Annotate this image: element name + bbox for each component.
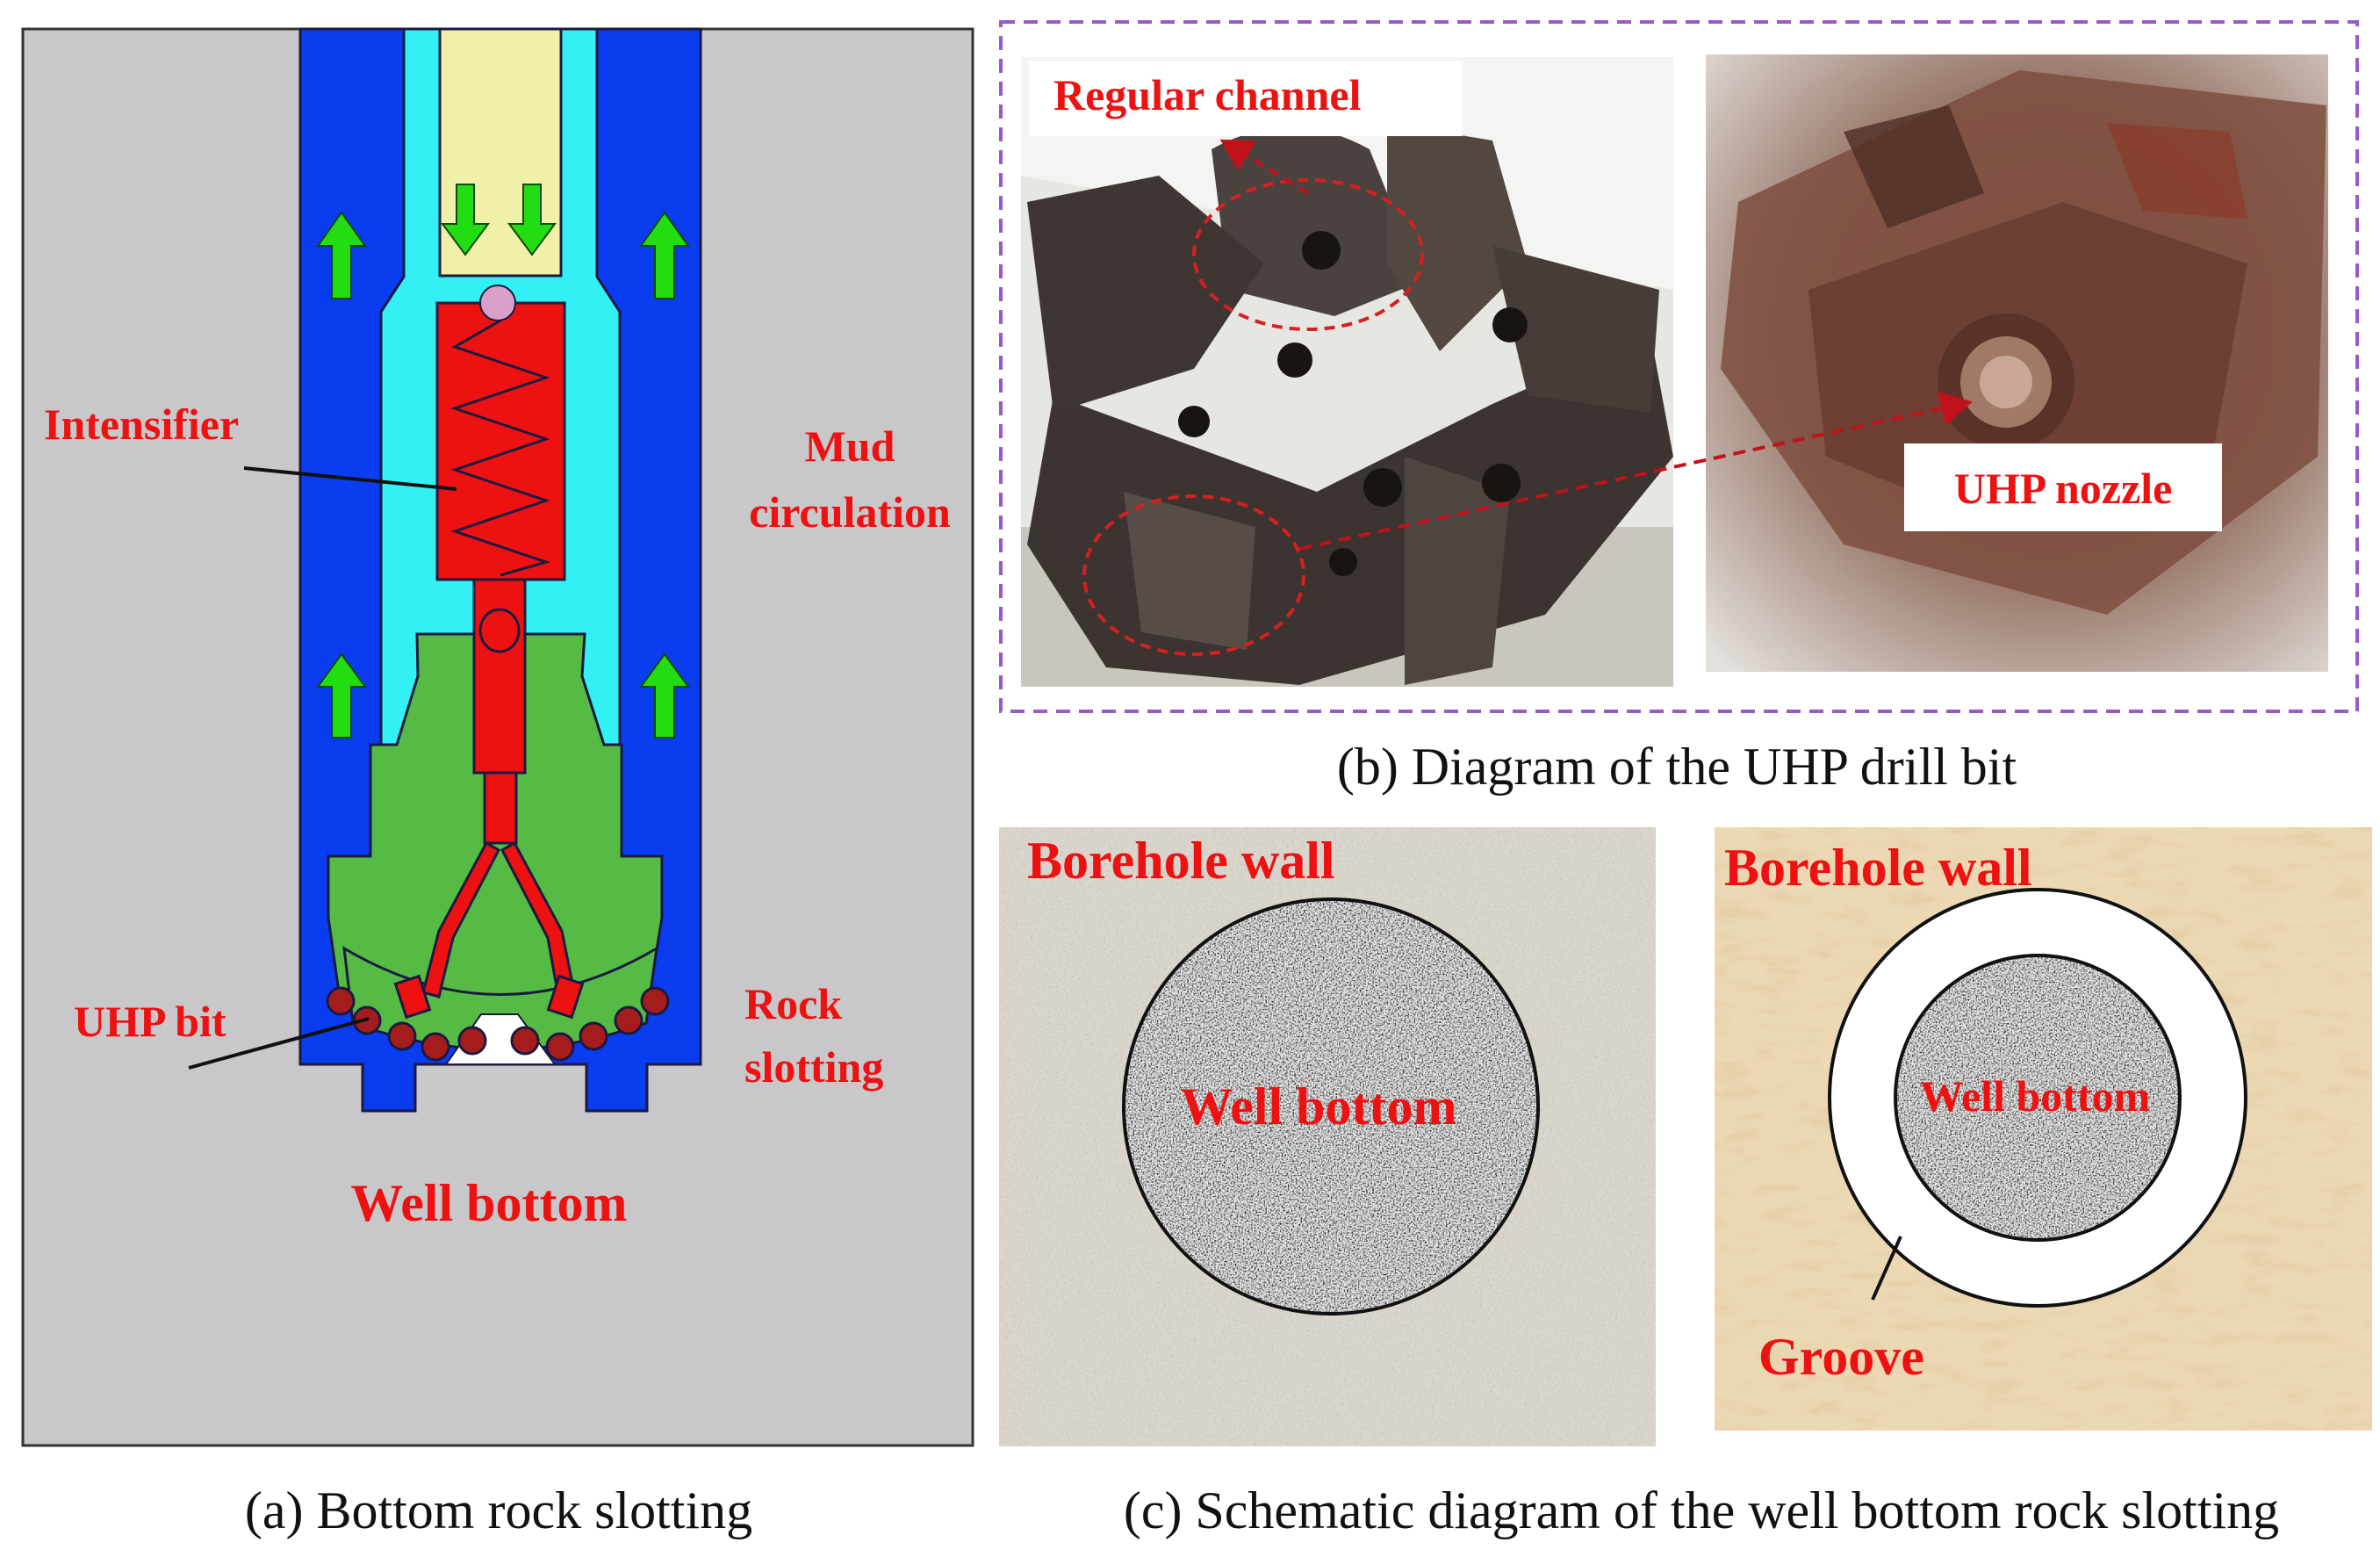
check-valve-ball — [479, 285, 516, 321]
pdc-cutter — [579, 1021, 608, 1051]
intensifier-leader-line — [243, 466, 457, 491]
flow-arrow-down-icon — [441, 184, 490, 256]
pdc-cutter — [326, 986, 356, 1016]
regular-channel-label-box — [1029, 61, 1463, 136]
uhp-nozzle-label-box — [1904, 443, 2222, 531]
regular-channel-label: Regular channel — [1053, 70, 1362, 119]
panel-c-caption: (c) Schematic diagram of the well bottom… — [1124, 1481, 2279, 1539]
well-bottom-label-left: Well bottom — [1181, 1078, 1457, 1135]
uhp-nozzle-label: UHP nozzle — [1954, 464, 2173, 513]
rod-joint — [478, 608, 521, 653]
borehole-wall-label-right: Borehole wall — [1724, 839, 2032, 897]
pdc-cutter — [457, 1026, 487, 1056]
pdc-cutters — [326, 986, 670, 1062]
high-pressure-branch-left — [421, 840, 500, 998]
panel-a-caption: (a) Bottom rock slotting — [245, 1481, 752, 1539]
pdc-cutter — [545, 1032, 575, 1062]
groove-label: Groove — [1758, 1328, 1924, 1386]
flow-arrow-down-icon — [507, 184, 557, 256]
panel-b-caption: (b) Diagram of the UHP drill bit — [1337, 738, 2017, 796]
intensifier-chamber — [435, 301, 566, 581]
uhp-nozzle-photo — [1706, 54, 2328, 672]
drill-bit-photo — [1021, 57, 1673, 687]
flow-arrows — [316, 184, 690, 739]
well-bottom-label: Well bottom — [351, 1174, 628, 1232]
borehole-wall-label-left: Borehole wall — [1027, 832, 1335, 890]
panel-a-schematic: Intensifier Mud circulation UHP bit Rock… — [21, 27, 974, 1447]
photo-group-border — [999, 20, 2359, 713]
pdc-cutter — [387, 1021, 417, 1051]
uhp-nozzle-arrow — [1298, 391, 1973, 551]
uhp-bit-label: UHP bit — [74, 997, 226, 1046]
uhp-nozzle-right — [546, 974, 585, 1020]
pdc-cutter — [510, 1026, 540, 1056]
pdc-cutter — [421, 1032, 450, 1062]
flow-arrow-up-icon — [316, 652, 367, 739]
flow-arrow-up-icon — [639, 211, 690, 299]
intensifier-spring — [450, 319, 551, 577]
mud-label-line2: circulation — [749, 487, 951, 537]
well-bottom-after-slotting: Borehole wall Well bottom Groove — [1715, 827, 2372, 1431]
uhp-bit-leader-line — [188, 1017, 370, 1070]
flow-arrow-up-icon — [639, 652, 690, 739]
pdc-cutter — [640, 986, 670, 1016]
panel-b-photos: Regular channel UHP nozzle (b) Diagram o… — [999, 20, 2359, 796]
high-pressure-tube — [483, 771, 518, 845]
uhp-nozzle-left — [393, 974, 432, 1020]
flow-arrow-up-icon — [316, 211, 367, 299]
well-bottom-label-right: Well bottom — [1920, 1071, 2150, 1121]
groove-leader-line — [1871, 1236, 1902, 1301]
well-bottom-before-slotting: Borehole wall Well bottom — [999, 827, 1656, 1446]
pdc-cutter — [614, 1006, 644, 1035]
mud-label-line1: Mud — [805, 422, 895, 471]
intensifier-label: Intensifier — [44, 400, 239, 449]
panel-c-schematics: Borehole wall Well bottom Borehole wall … — [999, 827, 2372, 1446]
well-bottom-disc — [1122, 897, 1540, 1316]
well-bottom-core — [1894, 954, 2182, 1242]
rock-slotting-label-line2: slotting — [744, 1042, 883, 1092]
rock-slotting-label-line1: Rock — [744, 979, 842, 1028]
